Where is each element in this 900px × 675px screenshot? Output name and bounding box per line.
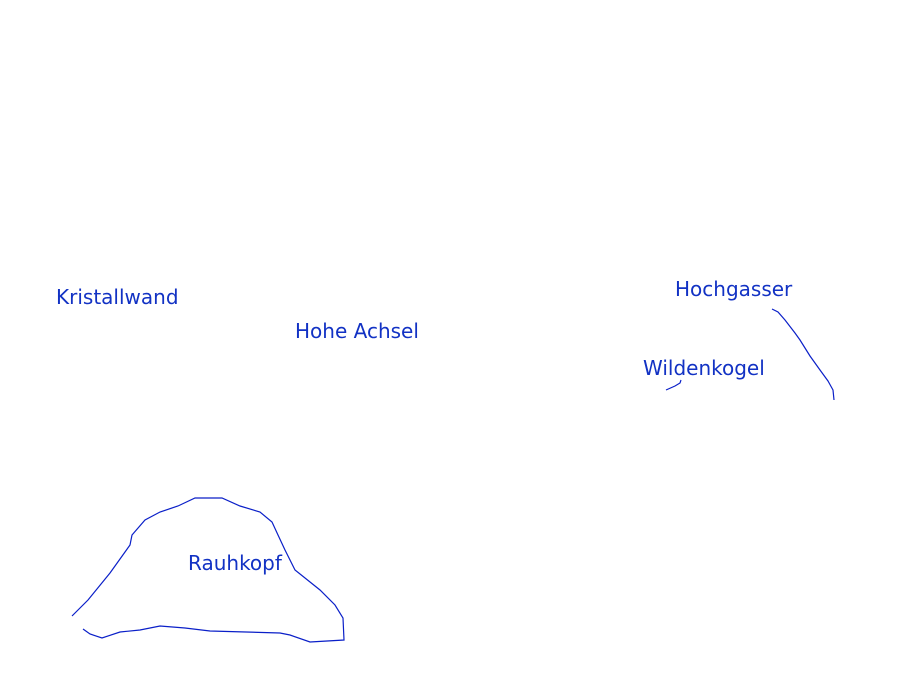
peak-label-kristallwand: Kristallwand bbox=[56, 285, 179, 309]
peak-label-hochgasser: Hochgasser bbox=[675, 277, 793, 301]
hochgasser-contour bbox=[771, 308, 835, 401]
wildenkogel-contour bbox=[665, 379, 682, 391]
peak-label-rauhkopf: Rauhkopf bbox=[188, 551, 282, 575]
peak-label-hohe-achsel: Hohe Achsel bbox=[295, 319, 419, 343]
rauhkopf-contour bbox=[71, 497, 345, 643]
peak-label-wildenkogel: Wildenkogel bbox=[643, 356, 765, 380]
